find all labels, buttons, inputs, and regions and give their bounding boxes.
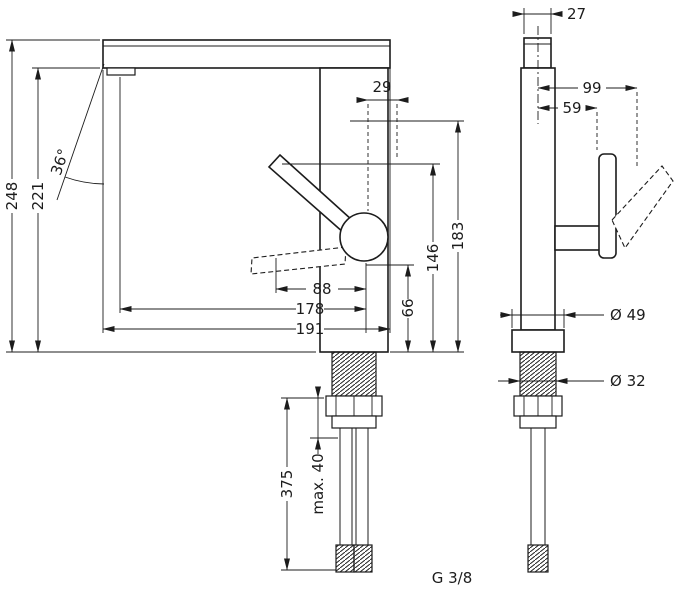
dim-label-178: 178 bbox=[296, 300, 325, 318]
handle-side bbox=[554, 153, 674, 259]
supply-hoses bbox=[339, 428, 369, 545]
mounting-front bbox=[325, 351, 383, 573]
spout bbox=[102, 39, 391, 76]
dim-angle-36: 36° bbox=[47, 63, 105, 201]
dim-27: 27 bbox=[512, 5, 586, 34]
dim-label-29: 29 bbox=[372, 78, 391, 96]
dim-66: 66 bbox=[366, 264, 464, 353]
mounting-side bbox=[513, 351, 563, 573]
handle bbox=[250, 153, 389, 275]
base-escutcheon bbox=[511, 329, 565, 353]
dim-height-221: 221 bbox=[29, 67, 100, 353]
dim-offset-29: 29 bbox=[356, 78, 409, 211]
dim-label-36deg: 36° bbox=[47, 146, 73, 177]
spout-body bbox=[102, 39, 391, 69]
dim-191: 191 bbox=[102, 68, 391, 338]
dim-label-88: 88 bbox=[312, 280, 331, 298]
dim-146: 146 bbox=[282, 163, 442, 353]
handle-connector bbox=[554, 225, 602, 251]
dim-59: 59 bbox=[537, 99, 598, 150]
aerator bbox=[106, 67, 136, 76]
handle-pivot-circle bbox=[339, 212, 389, 262]
dim-label-375: 375 bbox=[278, 470, 296, 499]
dimensions-front: 248 221 36° 29 88 bbox=[3, 39, 473, 587]
dim-label-191: 191 bbox=[296, 320, 325, 338]
mounting-nut-front bbox=[331, 415, 377, 429]
dim-label-dia-49: Ø 49 bbox=[610, 306, 646, 324]
dim-label-221: 221 bbox=[29, 182, 47, 211]
dim-183: 183 bbox=[350, 120, 467, 353]
dim-label-248: 248 bbox=[3, 182, 21, 211]
spout-section bbox=[523, 37, 552, 69]
dim-label-99: 99 bbox=[582, 79, 601, 97]
dim-label-max-40: max. 40 bbox=[309, 453, 327, 514]
dim-375: 375 bbox=[278, 397, 336, 571]
threaded-shaft-front bbox=[331, 351, 377, 397]
dim-dia-32: Ø 32 bbox=[498, 372, 646, 390]
dim-label-dia-32: Ø 32 bbox=[610, 372, 646, 390]
dim-178: 178 bbox=[119, 77, 367, 318]
mounting-nut-side bbox=[519, 415, 557, 429]
thread-label: G 3/8 bbox=[432, 569, 473, 587]
dim-label-146: 146 bbox=[424, 244, 442, 273]
front-view bbox=[102, 39, 391, 573]
dim-label-27: 27 bbox=[567, 5, 586, 23]
lever-side bbox=[598, 153, 617, 259]
lever-swung-dashed-side bbox=[611, 165, 674, 250]
hose-connector-left bbox=[335, 544, 355, 573]
dimensions-side: 27 99 59 Ø 49 bbox=[498, 5, 646, 390]
hose-connector-side bbox=[527, 544, 549, 573]
dim-label-59: 59 bbox=[562, 99, 581, 117]
dim-88: 88 bbox=[275, 258, 367, 333]
dim-max-40: max. 40 bbox=[309, 386, 338, 515]
lever-swung-dashed bbox=[250, 246, 347, 275]
side-view bbox=[511, 37, 674, 573]
threaded-shaft-side bbox=[519, 351, 557, 397]
hose-connector-right bbox=[353, 544, 373, 573]
dim-label-183: 183 bbox=[449, 222, 467, 251]
dim-dia-49: Ø 49 bbox=[500, 306, 646, 328]
dim-label-66: 66 bbox=[399, 298, 417, 317]
dim-total-height-248: 248 bbox=[3, 39, 316, 353]
